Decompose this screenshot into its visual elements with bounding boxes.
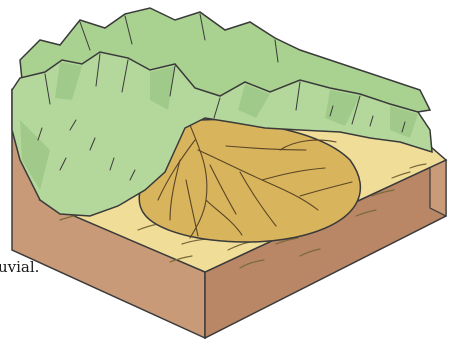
caption-text: uvial. bbox=[0, 258, 39, 276]
